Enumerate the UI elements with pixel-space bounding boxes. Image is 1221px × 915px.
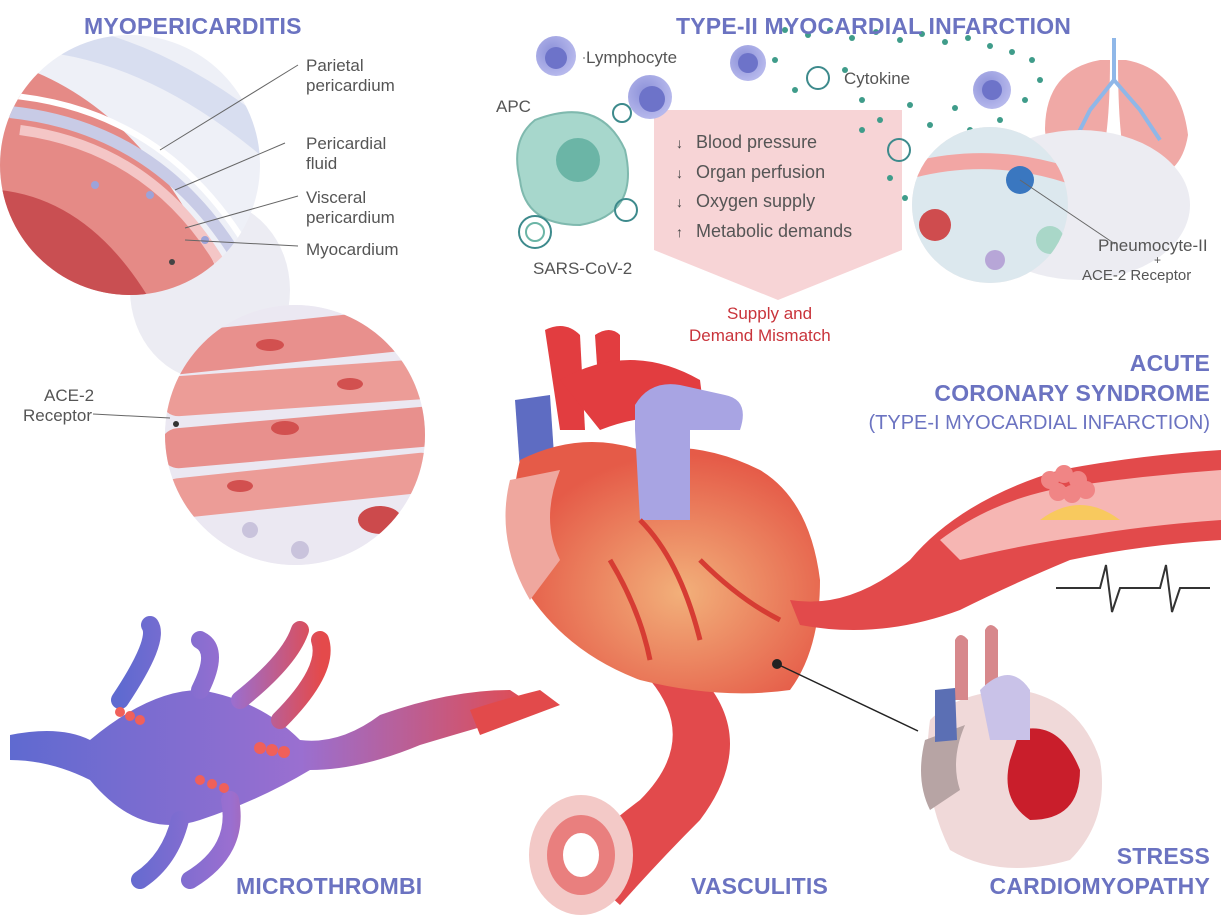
myopericarditis-title: MYOPERICARDITIS [84,13,302,40]
visceral-label-2: pericardium [306,208,395,227]
central-heart [506,326,919,731]
effect-text: Blood pressure [696,132,817,152]
down-arrow-icon: ↓ [676,129,696,159]
lymphocyte-label: Lymphocyte [586,48,677,67]
stress-title-line2: CARDIOMYOPATHY [990,873,1210,900]
sars-cov-2-label: SARS-CoV-2 [533,259,632,278]
parietal-label-1: Parietal [306,56,364,75]
acs-title-line3: (TYPE-I MYOCARDIAL INFARCTION) [868,412,1210,435]
effect-text: Oxygen supply [696,191,815,211]
effect-item: ↓Organ perfusion [676,158,852,188]
effect-text: Organ perfusion [696,162,825,182]
stress-title-line1: STRESS [1117,843,1210,870]
parietal-label-2: pericardium [306,76,395,95]
effects-list: ↓Blood pressure ↓Organ perfusion ↓Oxygen… [676,128,852,246]
mismatch-label-2: Demand Mismatch [689,325,831,347]
stress-heart [921,625,1102,868]
ace2-left-label-1: ACE-2 [44,386,94,405]
acs-title-line1: ACUTE [1130,350,1210,377]
ecg-trace [1056,565,1210,612]
ace2-receptor-label: ACE-2 Receptor [1082,266,1191,285]
ace2-left-label-2: Receptor [23,406,92,425]
type2-mi-title: TYPE-II MYOCARDIAL INFARCTION [676,13,1071,40]
effect-item: ↑Metabolic demands [676,217,852,247]
muscle-fiber-inset [93,305,442,565]
microthrombi-title: MICROTHROMBI [236,873,422,900]
up-arrow-icon: ↑ [676,218,696,248]
effect-text: Metabolic demands [696,221,852,241]
effect-item: ↓Blood pressure [676,128,852,158]
down-arrow-icon: ↓ [676,159,696,189]
effect-item: ↓Oxygen supply [676,187,852,217]
microthrombi-network [10,625,540,880]
fluid-label-2: fluid [306,154,337,173]
pneumocyte-label: Pneumocyte-II [1098,236,1208,255]
vasculitis-title: VASCULITIS [691,873,828,900]
visceral-label-1: Visceral [306,188,366,207]
cytokine-label: Cytokine [844,69,910,88]
mismatch-label-1: Supply and [727,303,812,325]
acs-title-line2: CORONARY SYNDROME [934,380,1210,407]
plus-label: + [1154,254,1161,266]
coronary-artery-inset [790,450,1221,630]
apc-label: APC [496,97,531,116]
fluid-label-1: Pericardial [306,134,386,153]
down-arrow-icon: ↓ [676,188,696,218]
myocardium-label: Myocardium [306,240,399,259]
